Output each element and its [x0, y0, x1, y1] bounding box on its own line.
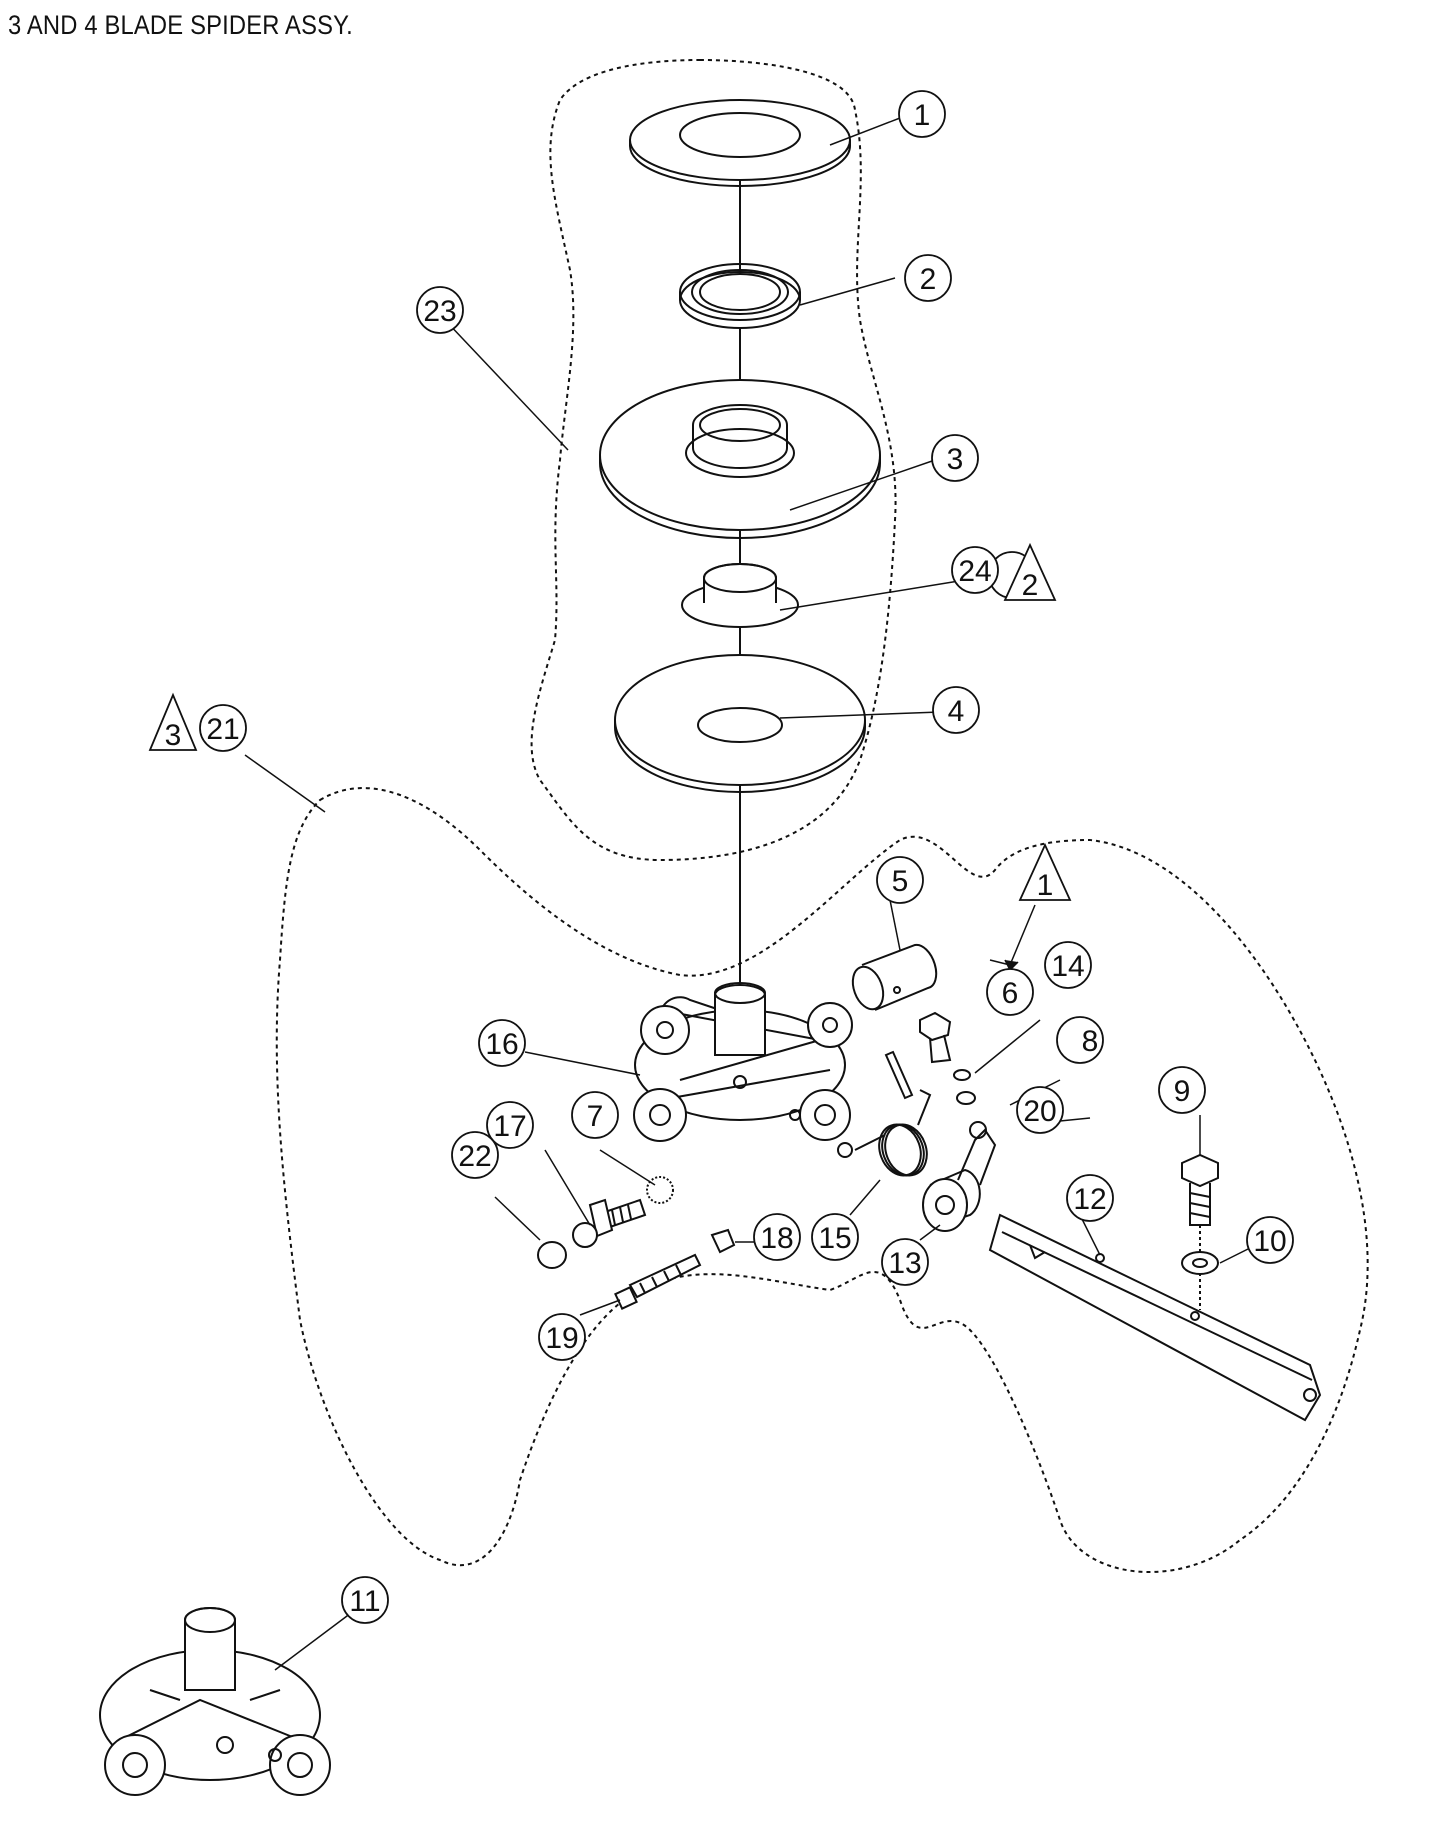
- part-6-bolt: [919, 1011, 952, 1064]
- note-1-label: 1: [1037, 869, 1054, 902]
- callout-group: [199, 90, 1294, 1624]
- callout-12: 12: [1073, 1183, 1106, 1216]
- callout-22: 22: [458, 1140, 491, 1173]
- callout-17: 17: [493, 1110, 526, 1143]
- callout-21: 21: [206, 713, 239, 746]
- note-triangle-2-shape: [1003, 542, 1057, 601]
- leader-lines: [244, 117, 1251, 1671]
- part-12-hex-shaft: [988, 1213, 1322, 1422]
- callout-5: 5: [892, 865, 909, 898]
- note-triangle-3-shape: [148, 692, 198, 751]
- callout-15: 15: [818, 1222, 851, 1255]
- part-1-washer: [629, 99, 851, 187]
- callout-4: 4: [948, 695, 965, 728]
- part-24-flanged-bushing: [681, 563, 799, 628]
- upper-stack-group-outline: [530, 58, 897, 862]
- part-2-bushing: [679, 263, 801, 329]
- part-15-spring: [837, 1089, 932, 1177]
- part-4-plate: [614, 654, 866, 793]
- callout-19: 19: [545, 1322, 578, 1355]
- callout-labels: 1 2 3 4 5 6 7 8 9 10 11 12 13 14 15 16 1…: [206, 99, 1286, 1618]
- part-19-set-screw: [614, 1253, 702, 1310]
- part-22-knob: [537, 1241, 567, 1269]
- part-9-bolt: [1181, 1153, 1219, 1310]
- callout-6: 6: [1002, 977, 1019, 1010]
- callout-10: 10: [1253, 1225, 1286, 1258]
- part-17-stud: [572, 1198, 647, 1248]
- callout-24: 24: [958, 555, 991, 588]
- part-3-plate: [599, 379, 881, 539]
- callout-9: 9: [1174, 1075, 1191, 1108]
- callout-3: 3: [947, 443, 964, 476]
- part-13-collar: [922, 1121, 997, 1232]
- callout-11: 11: [349, 1585, 380, 1618]
- part-7-lock-washer: [646, 1176, 674, 1204]
- hub-group-outline: [275, 787, 1369, 1574]
- callout-7: 7: [587, 1100, 604, 1133]
- callout-14: 14: [1051, 950, 1084, 983]
- callout-23: 23: [423, 295, 456, 328]
- part-8-nut: [953, 1069, 971, 1081]
- part-16-spider-hub: [633, 982, 853, 1142]
- callout-18: 18: [760, 1222, 793, 1255]
- part-10-washer: [1181, 1251, 1219, 1275]
- callout-7-circle: [571, 1091, 619, 1139]
- callout-2: 2: [920, 263, 937, 296]
- note-1-arrow: [1004, 904, 1036, 972]
- part-11-3-blade-spider: [99, 1607, 331, 1796]
- part-14-pin: [884, 1050, 914, 1100]
- note-2-label: 2: [1022, 569, 1039, 602]
- callout-1: 1: [914, 99, 931, 132]
- part-20-washer: [956, 1091, 976, 1105]
- callout-13: 13: [888, 1247, 921, 1280]
- part-18-nut: [710, 1228, 736, 1254]
- callout-8: 8: [1082, 1025, 1099, 1058]
- note-triangle-1-shape: [1018, 842, 1072, 901]
- note-3-label: 3: [165, 719, 182, 752]
- callout-16: 16: [485, 1028, 518, 1061]
- diagram-title: 3 AND 4 BLADE SPIDER ASSY.: [8, 10, 353, 40]
- callout-20: 20: [1023, 1095, 1056, 1128]
- part-5-sleeve: [851, 943, 938, 1011]
